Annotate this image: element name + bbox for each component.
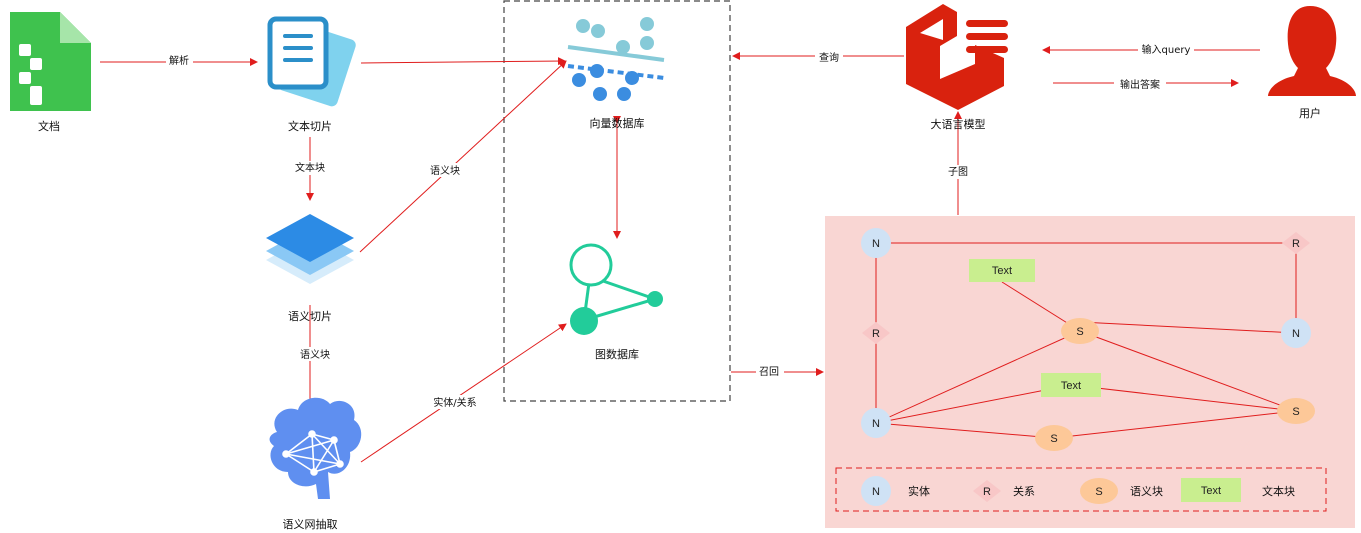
kg-entity-symbol: N	[872, 238, 880, 250]
kg-entity-node: N	[861, 408, 891, 438]
edge-label-query: 查询	[819, 51, 839, 64]
kg-panel-background	[825, 216, 1355, 528]
edge-label-output-answer: 输出答案	[1120, 78, 1160, 91]
kg-entity-node: N	[1281, 318, 1311, 348]
user-icon	[1268, 6, 1356, 96]
user-node: 用户	[1268, 6, 1356, 120]
text-slice-label: 文本切片	[288, 119, 332, 133]
kg-semantic-node: S	[1035, 425, 1073, 451]
edge-label-recall: 召回	[759, 366, 779, 378]
kg-nodes: N R Text R S N Text S	[861, 228, 1315, 451]
edge-label-parse: 解析	[169, 54, 189, 67]
text-document-icon	[267, 16, 356, 107]
semantic-slice-node: 语义切片	[266, 214, 354, 323]
kg-semantic-symbol: S	[1076, 326, 1083, 338]
kg-text-node: Text	[1041, 373, 1101, 397]
kg-legend: N 实体 R 关系 S 语义块 Text 文本块	[835, 467, 1327, 512]
llm-cube-icon	[906, 4, 1008, 110]
kg-relation-node: R	[862, 322, 890, 344]
kg-entity-symbol: N	[872, 418, 880, 430]
edge-label-subgraph: 子图	[948, 166, 968, 178]
vector-db-label: 向量数据库	[590, 116, 645, 130]
legend-entity-marker	[861, 476, 891, 506]
kg-text-symbol: Text	[1061, 380, 1081, 392]
llm-label: 大语言模型	[931, 117, 986, 131]
knowledge-graph-panel	[825, 216, 1355, 528]
document-node: 文档	[10, 12, 91, 133]
legend-text-symbol: Text	[1201, 485, 1221, 497]
vector-database-icon	[567, 17, 665, 101]
legend-semantic-label: 语义块	[1130, 485, 1163, 498]
kg-relation-symbol: R	[872, 328, 880, 340]
database-group-box	[503, 0, 731, 402]
semantic-net-node: 语义网抽取	[269, 397, 362, 531]
semantic-slice-label: 语义切片	[288, 310, 332, 323]
semantic-net-label: 语义网抽取	[283, 517, 338, 531]
kg-semantic-symbol: S	[1292, 406, 1299, 418]
edge-text-slice-to-vector-db	[360, 57, 566, 66]
legend-relation-label: 关系	[1013, 484, 1035, 498]
graph-network-icon	[569, 243, 663, 335]
user-label: 用户	[1299, 106, 1321, 120]
edge-semantic-slice-to-vector-db	[359, 60, 567, 253]
legend-entity-symbol: N	[872, 486, 880, 498]
legend-box	[835, 467, 1327, 512]
edge-label-text-block: 文本块	[295, 161, 325, 174]
kg-relation-node: R	[1282, 232, 1310, 254]
graph-db-node: 图数据库	[569, 243, 663, 361]
kg-text-node: Text	[969, 259, 1035, 282]
edge-label-input-query: 输入query	[1142, 43, 1191, 56]
legend-entity-label: 实体	[908, 484, 930, 498]
kg-relation-symbol: R	[1292, 238, 1300, 250]
edge-label-entity-relation: 实体/关系	[433, 396, 476, 409]
kg-entity-symbol: N	[1292, 328, 1300, 340]
kg-semantic-symbol: S	[1050, 433, 1057, 445]
layers-icon	[266, 214, 354, 284]
document-label: 文档	[38, 119, 60, 133]
brain-network-icon	[269, 397, 362, 499]
kg-semantic-node: S	[1277, 398, 1315, 424]
kg-text-symbol: Text	[992, 265, 1012, 277]
legend-semantic-marker	[1080, 478, 1118, 504]
vector-db-node: 向量数据库	[567, 17, 665, 130]
edge-label-semantic-block-upper: 语义块	[430, 165, 460, 177]
legend-text-marker	[1181, 478, 1241, 502]
edge-semantic-net-to-graph-db	[360, 323, 567, 463]
llm-node: 大语言模型	[906, 4, 1008, 131]
graph-db-label: 图数据库	[595, 347, 639, 361]
text-slice-node: 文本切片	[267, 16, 356, 133]
legend-semantic-symbol: S	[1095, 486, 1102, 498]
edge-labels: 解析 文本块 语义块 语义块 实体/关系 查询 召回 子图 输入query 输出…	[166, 43, 1194, 409]
edge-label-semantic-block-lower: 语义块	[300, 349, 330, 361]
legend-text-label: 文本块	[1262, 484, 1295, 498]
legend-relation-marker	[973, 480, 1001, 502]
legend-relation-symbol: R	[983, 486, 991, 498]
kg-entity-node: N	[861, 228, 891, 258]
document-icon	[10, 12, 91, 111]
kg-semantic-node: S	[1061, 318, 1099, 344]
